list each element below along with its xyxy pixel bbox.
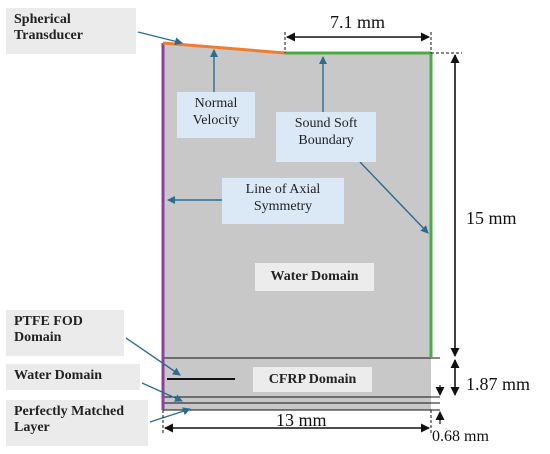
pml-arrow: [149, 407, 191, 423]
water-left-arrow: [141, 382, 183, 402]
line-of-axial-symmetry-callout: Line of Axial Symmetry: [222, 178, 344, 224]
sound-soft-right-arrow: [359, 161, 429, 234]
water-domain-center-label: Water Domain: [255, 263, 374, 291]
ptfe-fod-domain-label: PTFE FOD Domain: [6, 310, 124, 356]
spherical-transducer-label: Spherical Transducer: [6, 8, 136, 54]
dim-cfrp-thickness-text: 1.87 mm: [466, 374, 531, 394]
dim-height-text: 15 mm: [466, 208, 517, 228]
ptfe-arrow: [125, 337, 181, 376]
dim-top-width-text: 7.1 mm: [330, 12, 386, 32]
dim-pml-thickness-text: 0.68 mm: [432, 428, 489, 445]
normal-velocity-callout: Normal Velocity: [177, 92, 255, 138]
cfrp-domain-label: CFRP Domain: [253, 367, 372, 392]
sound-soft-boundary-callout: Sound Soft Boundary: [276, 112, 376, 162]
transducer-arrow: [137, 31, 183, 46]
perfectly-matched-layer-label: Perfectly Matched Layer: [6, 400, 148, 446]
dim-bottom-width-text: 13 mm: [276, 410, 327, 430]
water-domain-left-label: Water Domain: [6, 364, 140, 390]
